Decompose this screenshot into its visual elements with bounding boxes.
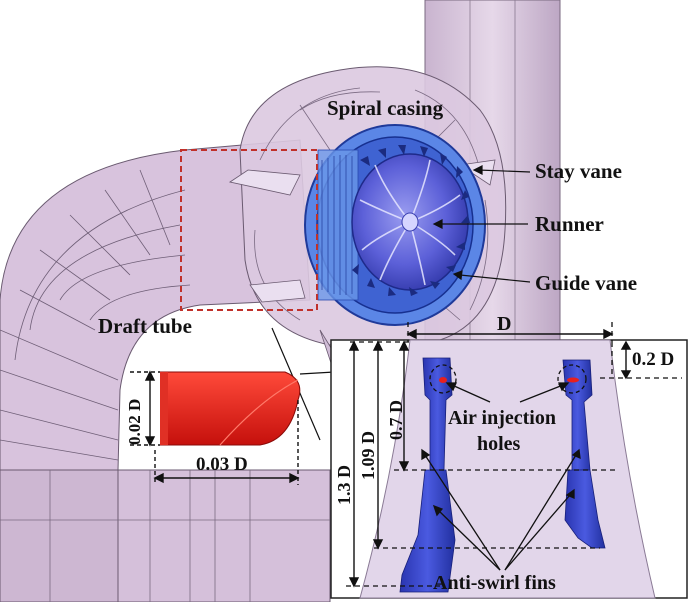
dim-0-7d: 0.7 D [386,400,406,440]
dim-0-02d: 0.02 D [125,399,144,445]
dim-0-03d: 0.03 D [196,454,248,475]
air-hole-right [567,377,579,383]
runner-assembly [304,124,486,326]
dim-1-09d: 1.09 D [358,431,378,480]
draft-tube-inset [330,322,688,599]
label-spiral-casing: Spiral casing [327,96,444,120]
label-anti-swirl-fins: Anti-swirl fins [433,572,556,594]
label-draft-tube: Draft tube [98,314,192,338]
label-air-injection-line2: holes [477,433,521,455]
label-stay-vane: Stay vane [535,159,622,183]
dim-0-2d: 0.2 D [632,349,674,370]
fin-right-lower [564,469,606,549]
draft-tube-elbow [0,139,331,602]
dim-d: D [497,313,511,335]
label-guide-vane: Guide vane [535,271,637,295]
draft-tube-highlight-box [180,149,318,311]
injection-hole-cylinder [150,371,301,446]
label-air-injection-line1: Air injection [448,407,556,429]
cylinder-dimensions [130,370,300,485]
label-runner: Runner [535,212,604,236]
dim-1-3d: 1.3 D [334,465,354,505]
air-hole-left [439,377,447,383]
fin-left-lower [399,469,456,593]
